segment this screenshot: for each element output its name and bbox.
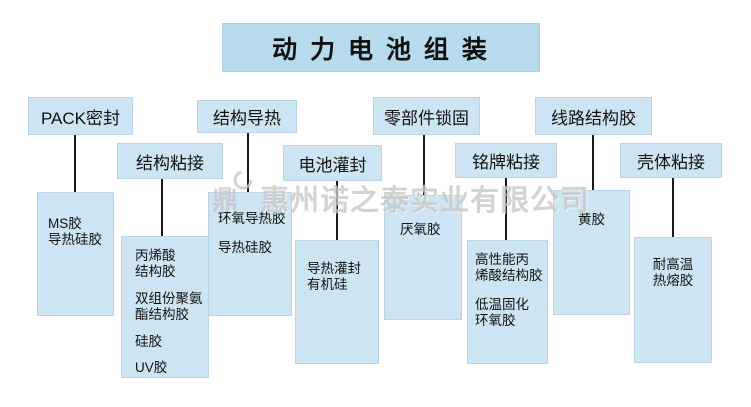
product-item: 硅胶 (135, 333, 162, 349)
product-item: 丙烯酸 结构胶 (135, 248, 176, 280)
products-pack-sealing: MS胶 导热硅胶 (37, 192, 114, 316)
category-circuit-structural-adhesive: 线路结构胶 (535, 97, 652, 135)
category-pack-sealing: PACK密封 (28, 97, 133, 135)
product-item: 低温固化 环氧胶 (475, 296, 529, 329)
products-structural-bonding: 丙烯酸 结构胶 双组份聚氨 酯结构胶 硅胶 UV胶 (121, 236, 209, 378)
product-item: 双组份聚氨 酯结构胶 (135, 290, 203, 323)
products-structural-thermal: 环氧导热胶 导热硅胶 (208, 192, 292, 316)
connector-structural-thermal (247, 133, 249, 192)
products-circuit-structural-adhesive: 黄胶 (553, 190, 630, 315)
category-structural-thermal: 结构导热 (197, 100, 297, 133)
diagram-title: 动 力 电 池 组 装 (222, 23, 540, 72)
products-housing-bonding: 耐高温 热熔胶 (634, 237, 712, 363)
category-housing-bonding: 壳体粘接 (620, 143, 722, 178)
category-component-locking: 零部件锁固 (373, 97, 480, 135)
connector-housing-bonding (672, 178, 674, 237)
product-item: 环氧导热胶 (218, 211, 286, 226)
product-item: 厌氧胶 (400, 222, 441, 237)
products-component-locking: 厌氧胶 (384, 195, 462, 320)
connector-nameplate-bonding (505, 178, 507, 240)
product-item: 黄胶 (578, 212, 605, 227)
products-battery-potting: 导热灌封 有机硅 (295, 240, 379, 364)
connector-structural-bonding (161, 179, 163, 236)
category-battery-potting: 电池灌封 (283, 145, 382, 181)
products-nameplate-bonding: 高性能丙 烯酸结构胶 低温固化 环氧胶 (467, 240, 548, 364)
product-item: 导热灌封 有机硅 (307, 261, 361, 293)
product-item: 导热硅胶 (218, 240, 272, 256)
connector-pack-sealing (74, 135, 76, 192)
connector-circuit-structural-adhesive (592, 135, 594, 190)
category-nameplate-bonding: 铭牌粘接 (455, 143, 557, 178)
connector-battery-potting (336, 181, 338, 240)
category-structural-bonding: 结构粘接 (117, 143, 223, 179)
product-item: 耐高温 热熔胶 (652, 257, 694, 289)
product-item: 高性能丙 烯酸结构胶 (475, 252, 543, 284)
product-item: UV胶 (135, 360, 168, 376)
product-item: MS胶 导热硅胶 (48, 216, 102, 248)
connector-component-locking (423, 135, 425, 195)
